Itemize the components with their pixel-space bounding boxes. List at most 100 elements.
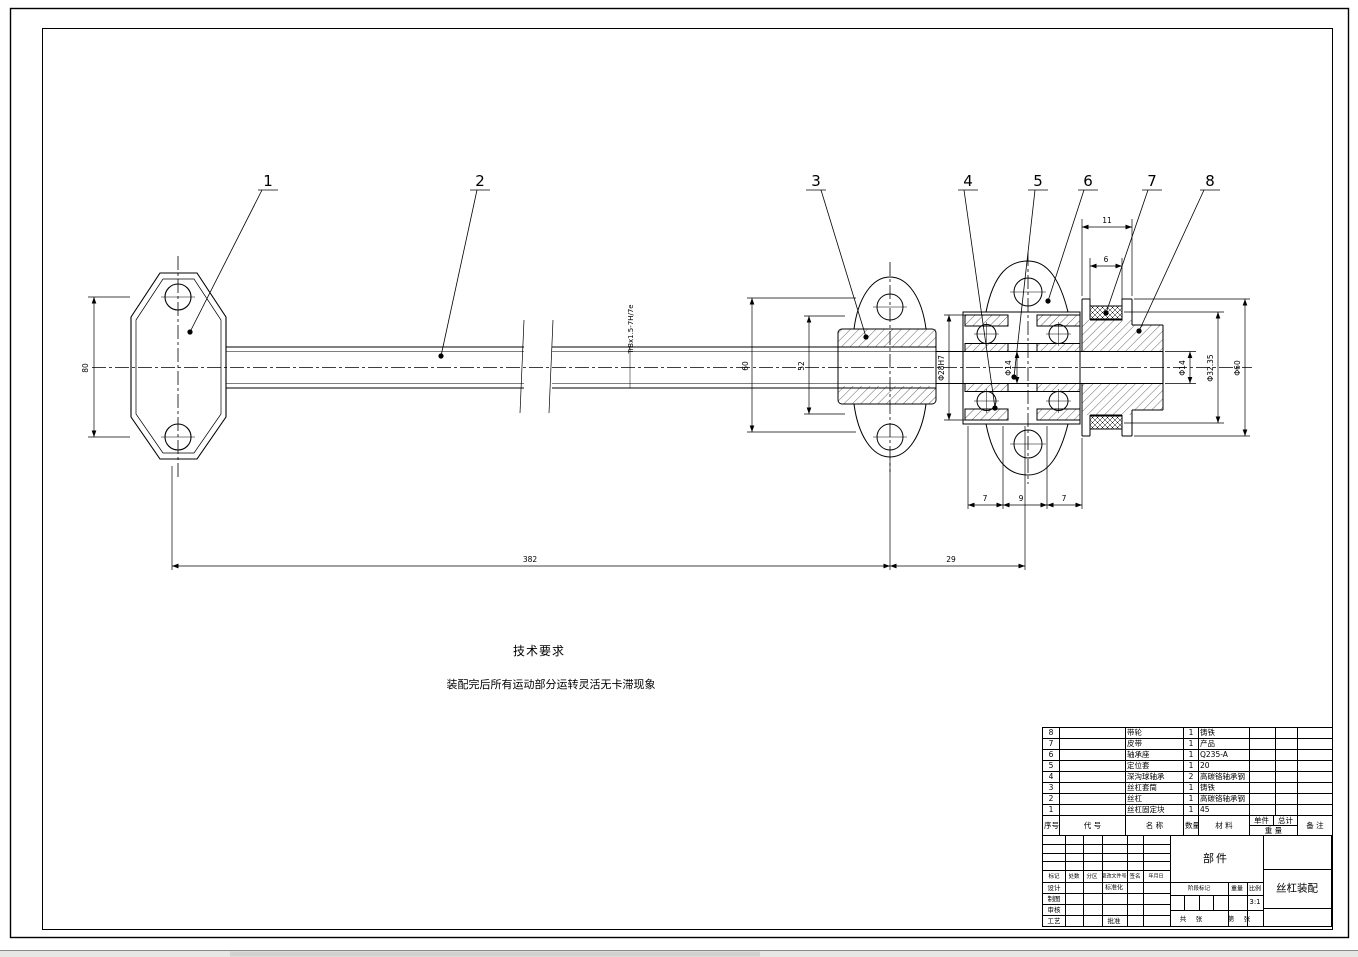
callout-8: 8	[1205, 172, 1215, 190]
parts-row: 3 丝杠套筒 1 铸铁	[1042, 782, 1333, 794]
part-material: 高碳铬轴承钢	[1198, 793, 1250, 805]
part-qty: 1	[1183, 749, 1199, 761]
part-code	[1059, 771, 1126, 783]
callout-leaders	[187, 189, 1220, 411]
dim-belt-width: 6	[1104, 255, 1109, 264]
scale-label: 比例	[1248, 885, 1262, 893]
flange-part	[130, 272, 227, 460]
part-total-weight	[1275, 782, 1298, 794]
pulley-part	[1081, 298, 1164, 437]
part-total-weight	[1275, 804, 1298, 816]
part-remark	[1297, 804, 1333, 816]
header-weight: 重 量	[1264, 826, 1283, 835]
part-qty: 1	[1183, 804, 1199, 816]
part-name: 轴承座	[1125, 749, 1184, 761]
parts-row: 6 轴承座 1 Q235-A	[1042, 749, 1333, 761]
part-name: 带轮	[1125, 727, 1184, 739]
dimension-labels: 80 60 52 Φ28H7 Φ14 7 9 7 382 29 11 6 Φ14…	[81, 216, 1242, 564]
part-remark	[1297, 782, 1333, 794]
part-code	[1059, 793, 1126, 805]
lead-screw	[226, 319, 1164, 414]
part-name: 丝杠固定块	[1125, 804, 1184, 816]
part-total-weight	[1275, 793, 1298, 805]
part-name: 深沟球轴承	[1125, 771, 1184, 783]
part-qty: 1	[1183, 793, 1199, 805]
part-code	[1059, 749, 1126, 761]
part-seq: 2	[1042, 793, 1060, 805]
spacer-sleeve	[1008, 343, 1037, 392]
part-name: 丝杠套筒	[1125, 782, 1184, 794]
header-remark: 备 注	[1297, 815, 1333, 836]
center-lines	[92, 252, 1252, 484]
callout-2: 2	[475, 172, 485, 190]
part-seq: 1	[1042, 804, 1060, 816]
dim-nut-height: 60	[741, 361, 750, 371]
part-unit-weight	[1249, 760, 1276, 772]
parts-list-table: 8 带轮 1 铸铁 7 皮带 1 产品 6	[1042, 727, 1333, 836]
dim-pulley-od: Φ60	[1233, 360, 1242, 376]
part-seq: 8	[1042, 727, 1060, 739]
header-name: 名 称	[1125, 815, 1184, 836]
part-unit-weight	[1249, 749, 1276, 761]
thread-designation-label: Tr8x1.5-7H/7e	[627, 304, 635, 354]
title-block-area: 8 带轮 1 铸铁 7 皮带 1 产品 6	[1042, 727, 1333, 927]
role-approve: 批准	[1107, 917, 1121, 925]
tech-requirements-title: 技术要求	[512, 644, 565, 658]
rev-header-zone: 分区	[1086, 874, 1098, 880]
callout-4: 4	[963, 172, 973, 190]
part-unit-weight	[1249, 804, 1276, 816]
role-draft: 制图	[1047, 895, 1061, 903]
sheet-frame	[9, 7, 1350, 939]
part-qty: 1	[1183, 760, 1199, 772]
part-unit-weight	[1249, 738, 1276, 750]
role-check: 审核	[1047, 906, 1061, 914]
parts-row: 1 丝杠固定块 1 45	[1042, 804, 1333, 816]
part-remark	[1297, 727, 1333, 739]
rev-header-date: 年月日	[1148, 873, 1164, 880]
part-unit-weight	[1249, 727, 1276, 739]
sheet-unit-label: 张	[1195, 915, 1203, 923]
part-code	[1059, 738, 1126, 750]
dim-flange-height: 80	[81, 363, 90, 373]
role-standardization: 标准化	[1104, 884, 1124, 892]
header-code: 代 号	[1059, 815, 1126, 836]
part-seq: 7	[1042, 738, 1060, 750]
dim-seg-left: 7	[983, 494, 988, 503]
part-name: 丝杠	[1125, 793, 1184, 805]
part-material: Q235-A	[1198, 749, 1250, 761]
part-seq: 5	[1042, 760, 1060, 772]
parts-row: 7 皮带 1 产品	[1042, 738, 1333, 750]
dim-seg-right: 7	[1062, 494, 1067, 503]
parts-header-row: 序号 代 号 名 称 数量 材 料 单件 总计 重 量 备 注	[1042, 815, 1333, 836]
dim-shaft-mid: Φ14	[1004, 360, 1013, 376]
part-remark	[1297, 771, 1333, 783]
role-process: 工艺	[1047, 917, 1061, 925]
dim-pulley-pitch: Φ32.35	[1206, 354, 1215, 382]
sheet-no-label: 第	[1227, 915, 1235, 923]
window-bottom-strip	[0, 950, 1358, 957]
dim-right-length: 29	[946, 555, 956, 564]
stage-mark-label: 阶段标记	[1187, 886, 1211, 892]
part-material: 产品	[1198, 738, 1250, 750]
part-seq: 6	[1042, 749, 1060, 761]
parts-row: 4 深沟球轴承 2 高碳铬轴承钢	[1042, 771, 1333, 783]
tech-requirements-text: 装配完后所有运动部分运转灵活无卡滞现象	[446, 678, 656, 691]
part-code	[1059, 727, 1126, 739]
callout-1: 1	[263, 172, 273, 190]
part-qty: 1	[1183, 782, 1199, 794]
part-qty: 1	[1183, 738, 1199, 750]
part-remark	[1297, 749, 1333, 761]
dim-pulley-width: 11	[1102, 216, 1112, 225]
part-total-weight	[1275, 760, 1298, 772]
rev-header-mark: 标记	[1048, 874, 1060, 880]
header-unit-weight: 单件	[1251, 816, 1274, 825]
part-material: 45	[1198, 804, 1250, 816]
callout-6: 6	[1083, 172, 1093, 190]
sheet-total-label: 共	[1179, 915, 1187, 923]
part-material: 铸铁	[1198, 727, 1250, 739]
dim-seg-mid: 9	[1019, 494, 1024, 503]
parts-row: 5 定位套 1 20	[1042, 760, 1333, 772]
part-qty: 1	[1183, 727, 1199, 739]
